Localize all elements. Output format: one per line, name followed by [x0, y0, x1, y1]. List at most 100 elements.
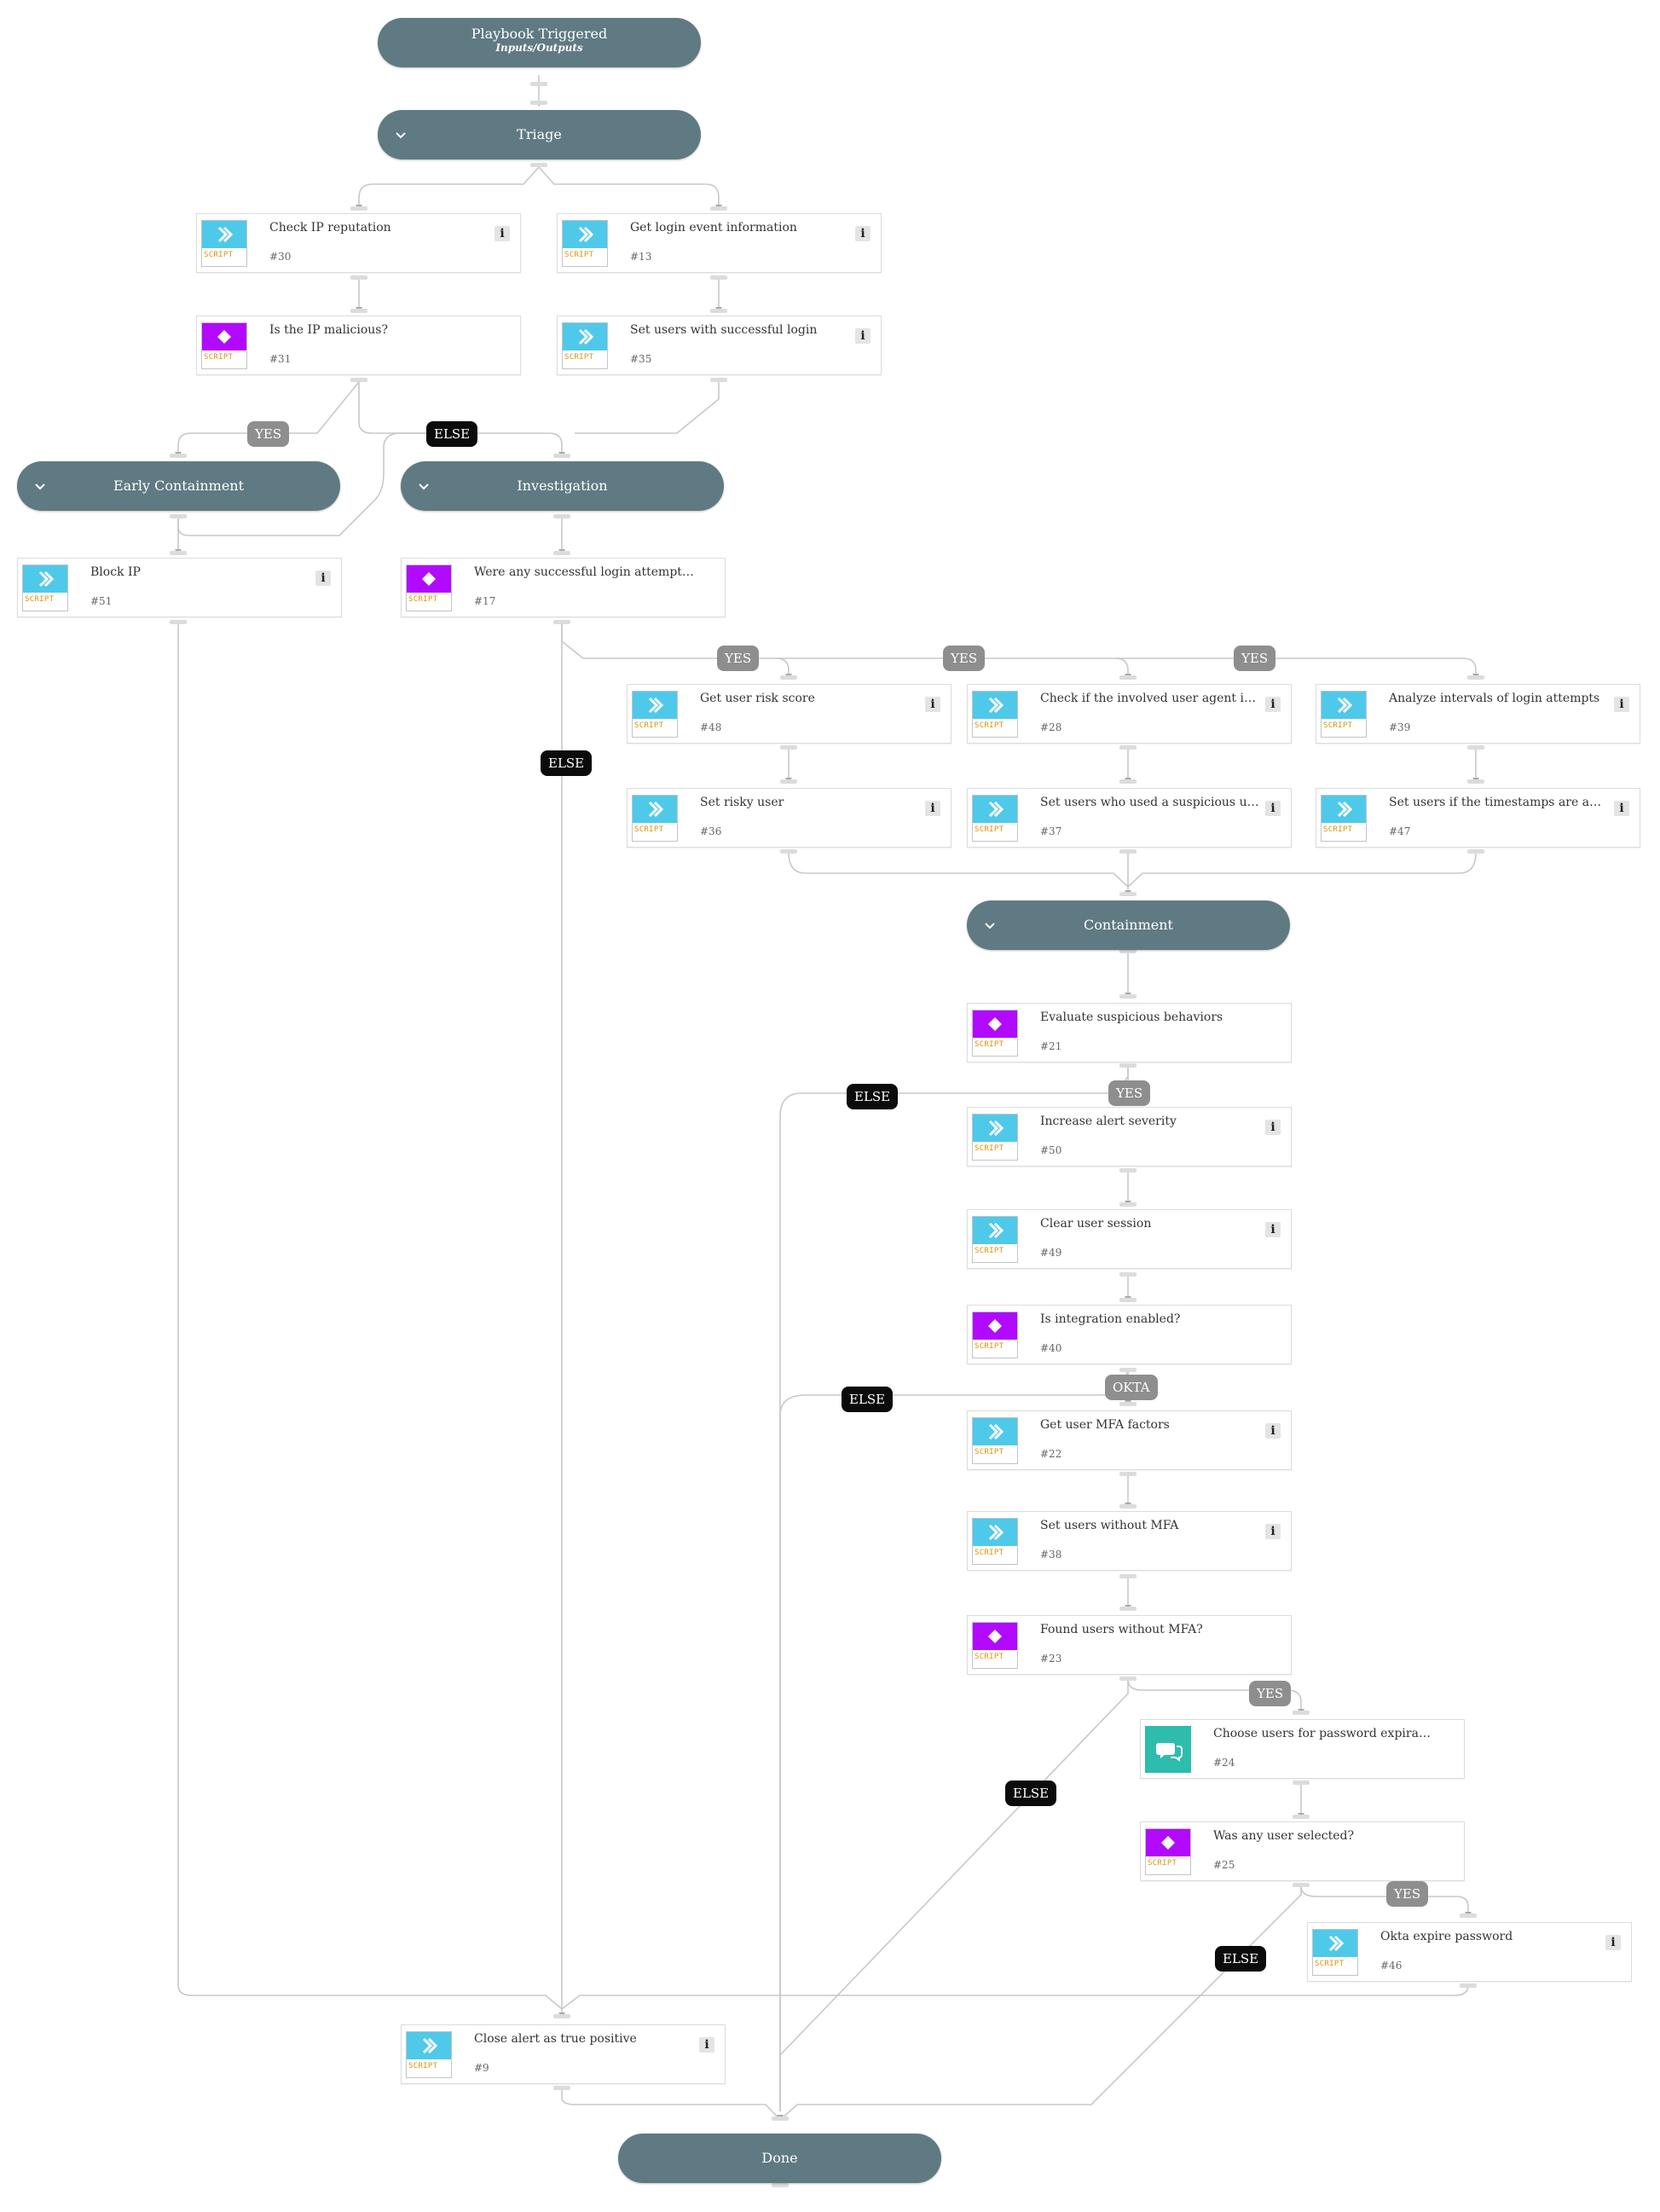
section-investigation[interactable]: Investigation — [401, 461, 724, 511]
branch-label-yes[interactable]: YES — [717, 646, 760, 671]
task-set-risky-user[interactable]: SCRIPT Set risky user #36 i — [627, 788, 951, 848]
task-name: Were any successful login attempts? — [474, 565, 694, 579]
task-number: #17 — [474, 595, 496, 607]
task-number: #48 — [700, 721, 722, 733]
task-name: Set risky user — [700, 796, 784, 809]
task-were-any-successful-login-attempts[interactable]: SCRIPT Were any successful login attempt… — [401, 558, 726, 617]
info-icon[interactable]: i — [1265, 1222, 1281, 1237]
script-tag: SCRIPT — [564, 251, 594, 259]
info-icon[interactable]: i — [699, 2037, 714, 2053]
task-number: #49 — [1040, 1247, 1062, 1259]
script-task-icon: SCRIPT — [201, 220, 247, 267]
task-number: #30 — [269, 251, 292, 263]
info-icon[interactable]: i — [315, 570, 331, 586]
task-clear-user-session[interactable]: SCRIPT Clear user session #49 i — [967, 1209, 1292, 1269]
branch-label-else[interactable]: ELSE — [842, 1387, 894, 1412]
branch-label-else[interactable]: ELSE — [426, 421, 478, 447]
task-name: Get user risk score — [700, 692, 815, 705]
task-evaluate-suspicious-behaviors[interactable]: SCRIPT Evaluate suspicious behaviors #21 — [967, 1003, 1292, 1063]
task-analyze-intervals[interactable]: SCRIPT Analyze intervals of login attemp… — [1316, 684, 1640, 744]
branch-label-yes[interactable]: YES — [1108, 1080, 1151, 1106]
task-was-any-user-selected[interactable]: SCRIPT Was any user selected? #25 — [1140, 1821, 1465, 1881]
task-set-users-without-mfa[interactable]: SCRIPT Set users without MFA #38 i — [967, 1511, 1292, 1571]
task-name: Set users who used a suspicious user … — [1040, 796, 1260, 809]
task-set-automated-timestamp-users[interactable]: SCRIPT Set users if the timestamps are a… — [1316, 788, 1640, 848]
task-number: #25 — [1213, 1859, 1235, 1871]
task-number: #9 — [474, 2062, 489, 2074]
task-name: Get login event information — [630, 221, 797, 235]
condition-task-icon: SCRIPT — [201, 322, 247, 369]
task-check-user-agent[interactable]: SCRIPT Check if the involved user agent … — [967, 684, 1292, 744]
task-name: Check IP reputation — [269, 221, 391, 235]
task-number: #39 — [1389, 721, 1411, 733]
info-icon[interactable]: i — [1265, 801, 1281, 816]
task-block-ip[interactable]: SCRIPT Block IP #51 i — [17, 558, 342, 617]
script-task-icon: SCRIPT — [22, 565, 68, 611]
info-icon[interactable]: i — [1265, 1524, 1281, 1539]
chevron-down-icon[interactable] — [414, 477, 433, 495]
task-name: Get user MFA factors — [1040, 1418, 1170, 1432]
branch-label-yes[interactable]: YES — [1386, 1881, 1429, 1907]
info-icon[interactable]: i — [855, 226, 870, 241]
info-icon[interactable]: i — [1614, 801, 1629, 816]
chevron-down-icon[interactable] — [31, 477, 49, 495]
chevron-down-icon[interactable] — [391, 125, 410, 144]
branch-label-else[interactable]: ELSE — [541, 750, 593, 776]
script-tag: SCRIPT — [204, 353, 234, 362]
task-get-login-event-information[interactable]: SCRIPT Get login event information #13 i — [557, 213, 882, 273]
branch-label-else[interactable]: ELSE — [1215, 1946, 1267, 1972]
branch-label-yes[interactable]: YES — [1234, 646, 1276, 671]
branch-label-yes[interactable]: YES — [1249, 1681, 1292, 1706]
task-set-users-with-successful-login[interactable]: SCRIPT Set users with successful login #… — [557, 316, 882, 375]
task-name: Found users without MFA? — [1040, 1623, 1203, 1636]
task-check-ip-reputation[interactable]: SCRIPT Check IP reputation #30 i — [196, 213, 521, 273]
info-icon[interactable]: i — [1614, 697, 1629, 712]
info-icon[interactable]: i — [925, 801, 940, 816]
script-tag: SCRIPT — [1323, 825, 1353, 834]
info-icon[interactable]: i — [495, 226, 510, 241]
playbook-triggered-title: Playbook Triggered — [471, 26, 608, 42]
chevron-down-icon[interactable] — [980, 916, 999, 935]
script-task-icon: SCRIPT — [972, 795, 1018, 842]
task-name: Clear user session — [1040, 1217, 1152, 1230]
script-task-icon: SCRIPT — [1321, 795, 1367, 842]
script-task-icon: SCRIPT — [1321, 691, 1367, 738]
task-choose-users-for-password-expiration[interactable]: Choose users for password expiration #24 — [1140, 1719, 1465, 1779]
task-is-integration-enabled[interactable]: SCRIPT Is integration enabled? #40 — [967, 1305, 1292, 1364]
done-node[interactable]: Done — [618, 2134, 941, 2183]
branch-label-yes[interactable]: YES — [943, 646, 986, 671]
info-icon[interactable]: i — [1605, 1935, 1621, 1950]
condition-task-icon: SCRIPT — [406, 565, 452, 611]
script-tag: SCRIPT — [25, 595, 55, 604]
task-found-users-without-mfa[interactable]: SCRIPT Found users without MFA? #23 — [967, 1615, 1292, 1675]
info-icon[interactable]: i — [925, 697, 940, 712]
info-icon[interactable]: i — [1265, 1423, 1281, 1439]
branch-label-yes[interactable]: YES — [247, 421, 290, 447]
script-task-icon: SCRIPT — [972, 1114, 1018, 1161]
condition-task-icon: SCRIPT — [1145, 1828, 1191, 1875]
branch-label-else[interactable]: ELSE — [847, 1084, 899, 1109]
section-containment[interactable]: Containment — [967, 900, 1290, 950]
task-number: #31 — [269, 353, 292, 365]
task-is-the-ip-malicious[interactable]: SCRIPT Is the IP malicious? #31 — [196, 316, 521, 375]
task-number: #13 — [630, 251, 652, 263]
task-number: #28 — [1040, 721, 1062, 733]
branch-label-okta[interactable]: OKTA — [1105, 1375, 1158, 1400]
inputs-outputs-link[interactable]: Inputs/Outputs — [495, 42, 583, 54]
branch-label-else[interactable]: ELSE — [1005, 1781, 1057, 1806]
task-set-suspicious-user-agent-users[interactable]: SCRIPT Set users who used a suspicious u… — [967, 788, 1292, 848]
task-close-alert-as-true-positive[interactable]: SCRIPT Close alert as true positive #9 i — [401, 2024, 726, 2084]
task-increase-alert-severity[interactable]: SCRIPT Increase alert severity #50 i — [967, 1107, 1292, 1167]
manual-task-icon — [1145, 1726, 1191, 1773]
section-early-containment[interactable]: Early Containment — [17, 461, 340, 511]
section-triage[interactable]: Triage — [378, 110, 701, 159]
playbook-triggered-node[interactable]: Playbook Triggered Inputs/Outputs — [378, 18, 701, 67]
info-icon[interactable]: i — [1265, 697, 1281, 712]
task-get-user-mfa-factors[interactable]: SCRIPT Get user MFA factors #22 i — [967, 1410, 1292, 1470]
info-icon[interactable]: i — [1265, 1120, 1281, 1135]
task-get-user-risk-score[interactable]: SCRIPT Get user risk score #48 i — [627, 684, 951, 744]
info-icon[interactable]: i — [855, 328, 870, 344]
task-okta-expire-password[interactable]: SCRIPT Okta expire password #46 i — [1307, 1922, 1632, 1982]
script-task-icon: SCRIPT — [972, 1518, 1018, 1565]
